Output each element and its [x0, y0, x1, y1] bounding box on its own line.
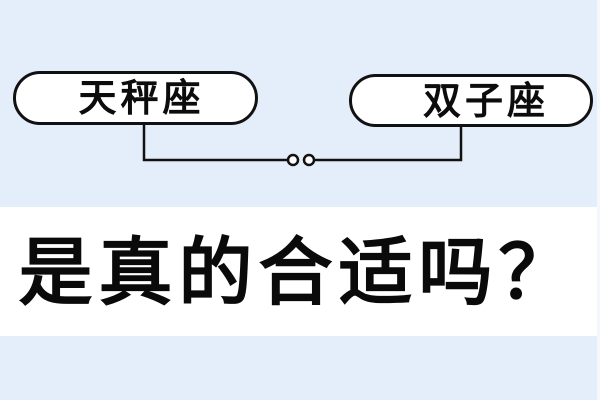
pill-libra-label: 天秤座 — [78, 76, 205, 120]
pill-gemini: 双子座 — [349, 74, 593, 127]
left-connector — [142, 124, 287, 162]
headline-text: 是真的合适吗？ — [18, 229, 579, 316]
connector-lines — [142, 124, 463, 167]
right-edge-strip — [597, 0, 600, 400]
pill-libra: 天秤座 — [13, 71, 258, 125]
pill-gemini-label: 双子座 — [422, 78, 549, 123]
headline-band: 是真的合适吗？ — [0, 207, 597, 336]
double-ring-link-icon — [286, 153, 316, 167]
right-connector — [315, 126, 463, 162]
